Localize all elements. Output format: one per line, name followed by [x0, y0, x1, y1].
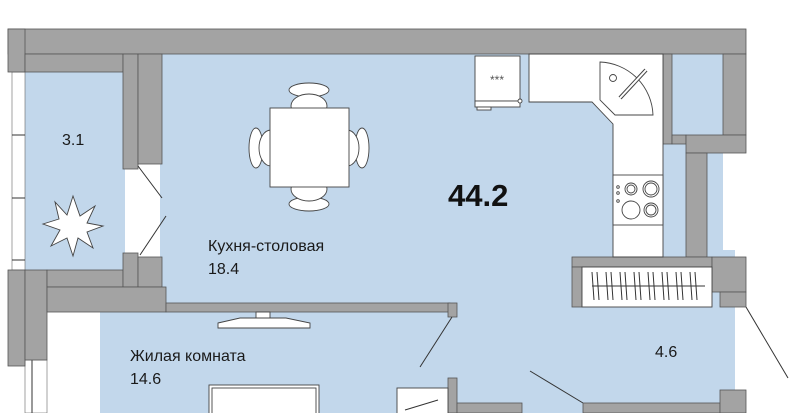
- cooktop: [612, 174, 664, 226]
- kitchen-name: Кухня-столовая: [208, 238, 324, 255]
- kitchen-area: 18.4: [208, 261, 239, 278]
- living-room-area: 14.6: [130, 371, 161, 388]
- radiator: [581, 266, 713, 308]
- hall-area: 4.6: [655, 344, 677, 361]
- fridge: ***: [474, 55, 523, 111]
- door-swings: [137, 165, 789, 404]
- total-area: 44.2: [448, 178, 508, 213]
- fridge-marking: ***: [490, 73, 504, 87]
- kitchen-fixtures: ***: [474, 53, 664, 258]
- sink: [599, 61, 654, 116]
- tv: [217, 311, 311, 329]
- dining-table: [248, 82, 370, 212]
- living-room-name: Жилая комната: [130, 348, 246, 365]
- walls: [7, 28, 747, 413]
- wardrobe: [396, 387, 449, 413]
- plant-icon: [41, 194, 105, 258]
- bed: [208, 384, 320, 413]
- balcony-area: 3.1: [62, 132, 84, 149]
